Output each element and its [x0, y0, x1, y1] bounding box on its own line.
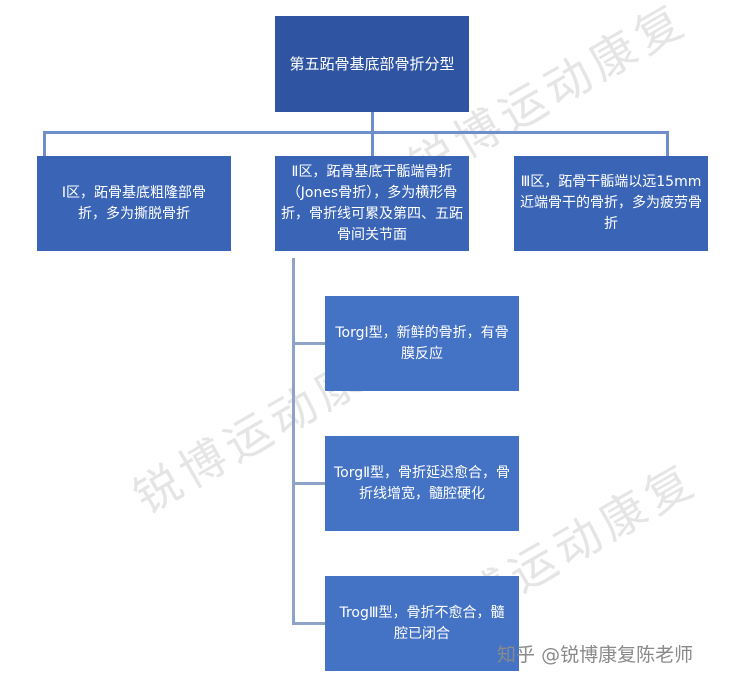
author-handle: @锐博康复陈老师: [541, 644, 694, 666]
zone-3-node: Ⅲ区，跖骨干骺端以远15mm近端骨干的骨折，多为疲劳骨折: [514, 156, 708, 251]
zone-2-label: Ⅱ区，跖骨基底干骺端骨折（Jones骨折），多为横形骨折，骨折线可累及第四、五跖…: [281, 163, 463, 243]
connector-zone1: [43, 131, 46, 156]
zone-1-label: Ⅰ区，跖骨基底粗隆部骨折，多为撕脱骨折: [61, 184, 207, 222]
connector-torg3: [292, 622, 325, 625]
zone-2-node: Ⅱ区，跖骨基底干骺端骨折（Jones骨折），多为横形骨折，骨折线可累及第四、五跖…: [275, 156, 469, 251]
connector-torg2: [292, 482, 325, 485]
torg-3-node: TrogⅢ型，骨折不愈合，髓腔已闭合: [325, 576, 519, 671]
zone-1-node: Ⅰ区，跖骨基底粗隆部骨折，多为撕脱骨折: [37, 156, 231, 251]
platform-name: 知乎: [497, 644, 536, 666]
connector-zone3: [666, 131, 669, 156]
connector-root-down: [371, 112, 374, 156]
root-node: 第五跖骨基底部骨折分型: [275, 16, 469, 112]
source-credit: 知乎 @锐博康复陈老师: [497, 640, 693, 667]
torg-2-label: TorgⅡ型，骨折延迟愈合，骨折线增宽，髓腔硬化: [333, 464, 511, 502]
root-label: 第五跖骨基底部骨折分型: [289, 54, 455, 73]
torg-1-node: TorgⅠ型，新鲜的骨折，有骨膜反应: [325, 296, 519, 391]
connector-zone2-spine: [292, 258, 295, 625]
torg-2-node: TorgⅡ型，骨折延迟愈合，骨折线增宽，髓腔硬化: [325, 436, 519, 531]
connector-horizontal: [43, 131, 669, 134]
torg-1-label: TorgⅠ型，新鲜的骨折，有骨膜反应: [335, 324, 509, 362]
connector-torg1: [292, 342, 325, 345]
zone-3-label: Ⅲ区，跖骨干骺端以远15mm近端骨干的骨折，多为疲劳骨折: [520, 174, 702, 232]
torg-3-label: TrogⅢ型，骨折不愈合，髓腔已闭合: [339, 604, 505, 642]
